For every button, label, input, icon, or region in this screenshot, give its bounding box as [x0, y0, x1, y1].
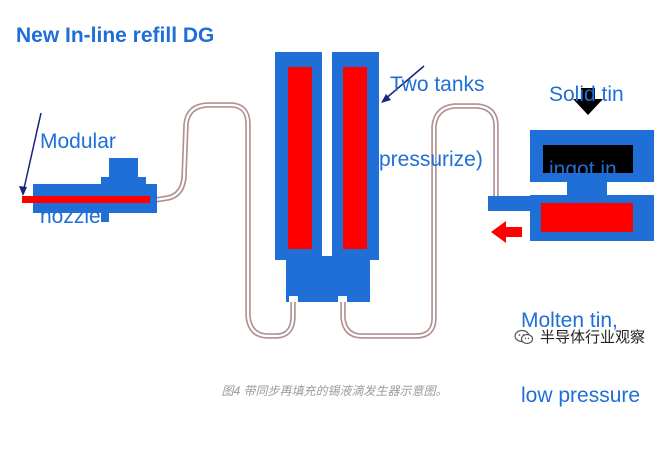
- molten-tin-label-line2: low pressure: [521, 384, 641, 407]
- diagram-canvas: [19, 52, 654, 339]
- flow-left-arrow: [491, 221, 522, 243]
- nozzle-label: Modular nozzle: [40, 79, 116, 279]
- arrows: [19, 65, 603, 243]
- nozzle-pointer-arrow: [19, 112, 42, 196]
- tank-manifold: [286, 256, 370, 302]
- modular-nozzle: [22, 158, 157, 222]
- wechat-icon: [514, 329, 534, 344]
- solid-tin-label: Solid tin ingot in: [549, 32, 624, 232]
- nozzle-label-line1: Modular: [40, 130, 116, 153]
- nozzle-heater: [22, 196, 150, 203]
- solid-tin-ingot: [543, 145, 633, 173]
- tank-right-heater: [343, 67, 367, 249]
- solid-tin-label-line1: Solid tin: [549, 83, 624, 106]
- ingot-down-arrow: [573, 88, 603, 115]
- molten-tin-label-line1: Molten tin,: [521, 309, 618, 332]
- solid-tin-label-line2: ingot in: [549, 158, 617, 181]
- figure-caption: 图4 带同步再填充的锡液滴发生器示意图。: [221, 384, 448, 398]
- melter-outlet: [488, 196, 532, 211]
- tanks-label: Two tanks (pressurize): [372, 22, 485, 222]
- watermark-text: 半导体行业观察: [540, 329, 646, 346]
- pipes: [152, 102, 499, 339]
- diagram-stage: New In-line refill DG Modular nozzle Two…: [16, 22, 654, 407]
- tanks-pointer-arrow: [381, 65, 425, 103]
- diagram-title: New In-line refill DG: [16, 24, 215, 47]
- molten-tin: [541, 203, 633, 232]
- two-tanks: [275, 52, 379, 302]
- tank-left-heater: [288, 67, 312, 249]
- melter-unit: [488, 130, 654, 241]
- nozzle-label-line2: nozzle: [40, 205, 101, 228]
- molten-tin-label: Molten tin, low pressure: [521, 258, 640, 458]
- tanks-label-line2: (pressurize): [372, 148, 483, 171]
- tanks-label-line1: Two tanks: [390, 73, 485, 96]
- pipe-nozzle-to-tank: [152, 102, 296, 339]
- watermark: 半导体行业观察: [514, 326, 645, 347]
